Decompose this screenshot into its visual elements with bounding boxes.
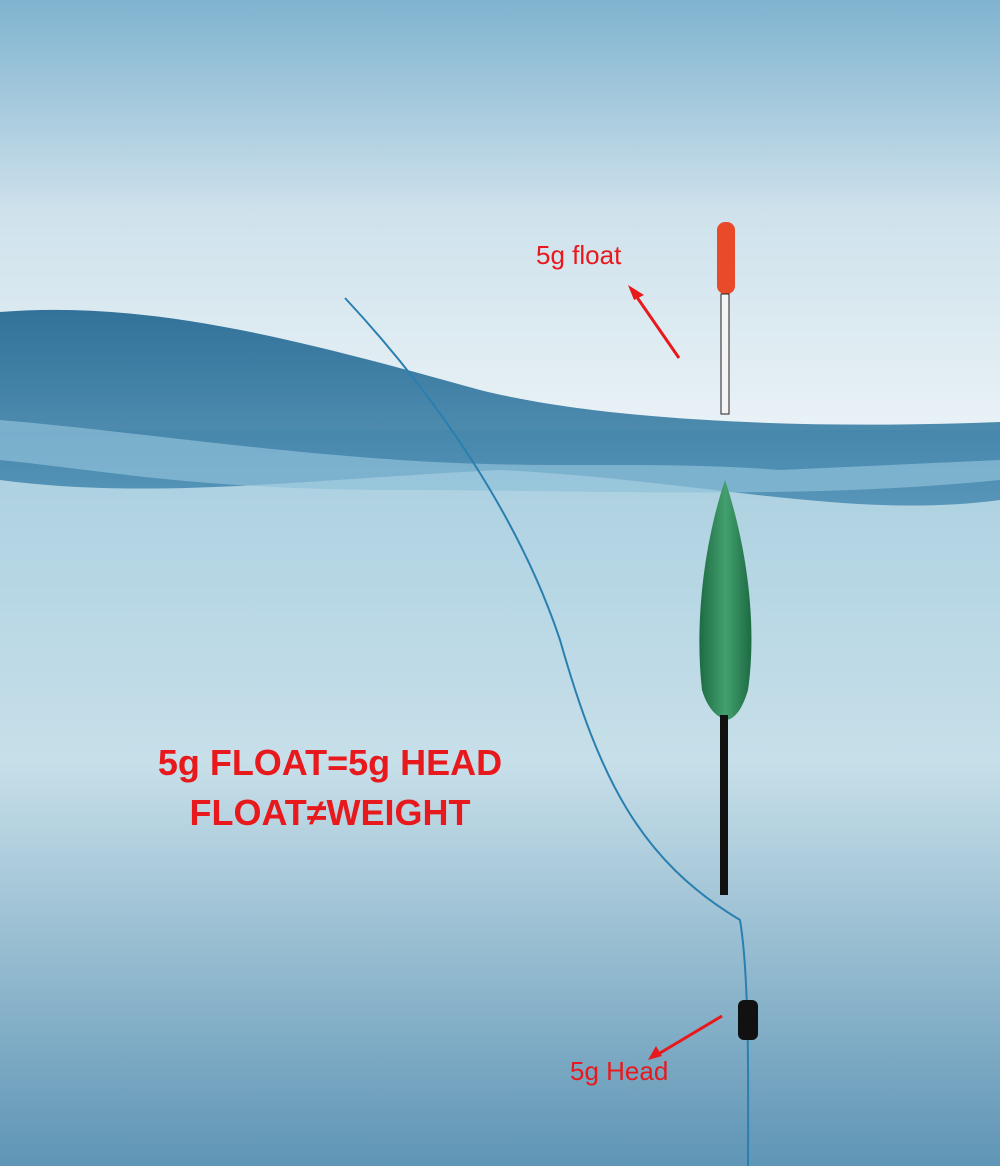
headline: 5g FLOAT=5g HEAD FLOAT≠WEIGHT (110, 738, 550, 838)
wave-crest (0, 420, 1000, 493)
float-tip (717, 222, 735, 294)
float-label: 5g float (536, 240, 622, 270)
head-arrow (654, 1014, 723, 1058)
head-arrow-head (648, 1046, 662, 1060)
float-body (699, 480, 752, 720)
head-label: 5g Head (570, 1056, 669, 1086)
float-arrow (630, 289, 681, 359)
float-stem (720, 715, 728, 895)
float-arrow-head (628, 285, 644, 300)
sinker-weight (738, 1000, 758, 1040)
headline-line-1: 5g FLOAT=5g HEAD (157, 742, 503, 783)
headline-line-2: FLOAT≠WEIGHT (189, 792, 471, 833)
underwater (0, 430, 1000, 1166)
float-antenna (720, 293, 730, 415)
